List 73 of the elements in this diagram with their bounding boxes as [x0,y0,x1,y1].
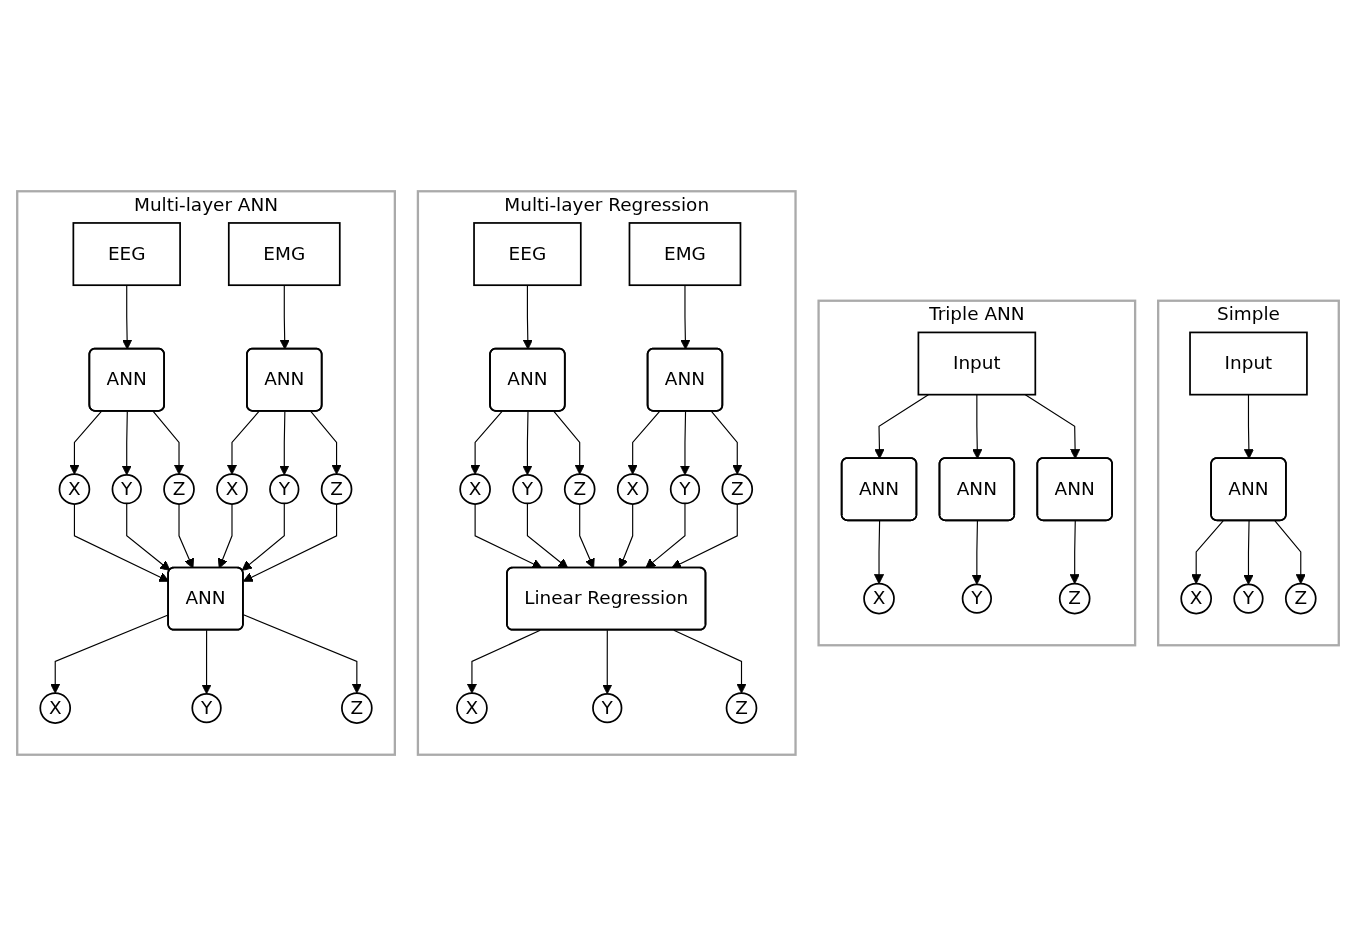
arrow [522,284,533,350]
arrow [579,503,595,569]
node-circle: X [863,582,895,614]
arrow [152,410,185,475]
node-circle: X [616,472,649,505]
arrow [474,503,543,569]
arrow [1243,393,1254,459]
node-box: EMG [628,221,742,286]
node-box: Input [1189,331,1308,395]
arrow [470,410,503,475]
node-box: EEG [72,221,181,286]
arrow [1024,393,1081,459]
node-circle: Y [592,692,623,723]
node-circle: Z [163,472,195,505]
arrow [1274,519,1306,584]
arrow [874,393,929,459]
node-circle: Z [725,691,758,724]
node-circle: Z [721,472,754,505]
arrow [310,410,342,475]
arrow [971,519,982,585]
node-circle: Z [1284,582,1317,614]
arrow [671,503,738,569]
node-circle: Y [111,473,142,504]
arrow [241,502,285,571]
node-circle: X [39,691,72,724]
arrow [279,410,290,475]
arrow [526,502,569,569]
node-circle: X [58,472,91,505]
node-circle: Y [961,582,992,614]
node-box: Input [917,331,1037,395]
arrow [873,519,885,584]
arrow [602,629,613,694]
arrow [73,503,170,582]
arrow [1243,519,1254,585]
arrow [126,502,171,571]
arrow [1069,519,1080,584]
node-circle: Y [191,692,222,723]
arrow [243,503,338,582]
node-circle: Z [1058,582,1091,614]
arrow [69,410,102,475]
arrow [645,502,686,569]
node-box: EMG [227,221,341,286]
node-circle: Z [341,691,373,724]
node-circle: Y [269,473,300,504]
arrow [680,284,691,350]
arrow [466,629,541,694]
arrow [178,503,194,569]
arrow [618,503,634,569]
arrow [217,503,233,569]
node-circle: X [216,472,248,505]
arrow [121,410,132,475]
arrow [627,410,661,475]
node-circle: Y [1233,582,1264,614]
node-circle: X [459,472,491,505]
arrow [679,410,691,475]
arrow [226,410,260,475]
node-circle: Y [669,473,701,504]
arrow [522,410,533,475]
arrow [201,629,212,694]
node-circle: X [1180,582,1212,614]
arrow [553,410,585,475]
arrow [972,393,983,459]
arrow [242,613,362,694]
arrow [673,629,747,694]
node-circle: Z [563,472,596,505]
node-box: EEG [473,221,582,286]
node-circle: X [456,691,488,724]
node-circle: Y [512,473,543,504]
arrow [122,284,133,350]
arrow [1191,519,1224,584]
node-circle: Z [320,472,353,505]
arrow [279,284,290,350]
arrow [710,410,743,475]
